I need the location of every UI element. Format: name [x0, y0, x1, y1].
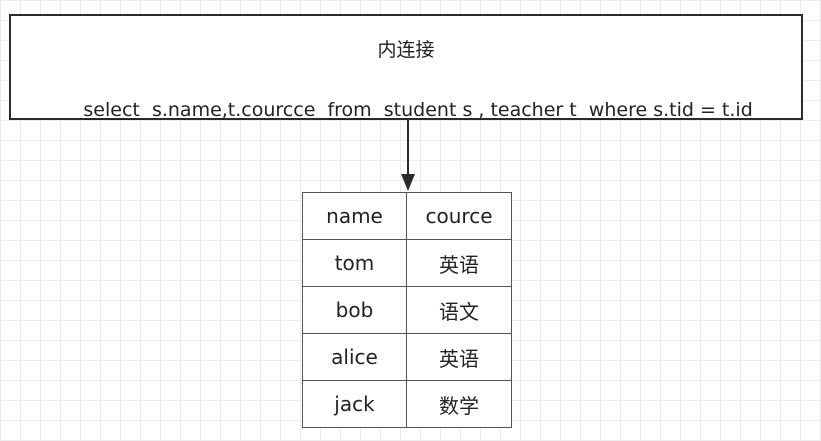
sql-keyword-where: where — [588, 99, 648, 121]
sql-query-box: 内连接 select s.name,t.courcce from student… — [9, 14, 803, 121]
join-type-title: 内连接 — [377, 39, 435, 61]
cell-name: tom — [302, 239, 407, 287]
cell-cource: 数学 — [406, 380, 512, 428]
cell-name: jack — [302, 380, 407, 428]
sql-keyword-from: from — [327, 99, 372, 121]
flow-arrow — [401, 120, 415, 191]
column-header-cource: cource — [406, 192, 512, 240]
column-header-name: name — [302, 192, 407, 240]
cell-cource: 语文 — [406, 286, 512, 334]
sql-select-fields: s.name,t.courcce — [145, 99, 328, 121]
table-row: bob 语文 — [302, 286, 512, 334]
table-row: alice 英语 — [302, 333, 512, 381]
cell-name: bob — [302, 286, 407, 334]
table-row: tom 英语 — [302, 239, 512, 287]
cell-name: alice — [302, 333, 407, 381]
cell-cource: 英语 — [406, 333, 512, 381]
table-header-row: name cource — [302, 192, 512, 240]
cell-cource: 英语 — [406, 239, 512, 287]
arrow-head — [401, 174, 415, 191]
sql-where-condition: s.tid = t.id — [647, 99, 753, 121]
sql-keyword-select: select — [83, 99, 146, 121]
sql-statement: select s.name,t.courcce from student s ,… — [11, 74, 801, 146]
result-table: name cource tom 英语 bob 语文 alice 英语 jack … — [302, 192, 512, 428]
table-row: jack 数学 — [302, 380, 512, 428]
sql-from-tables: student s , teacher t — [371, 99, 589, 121]
